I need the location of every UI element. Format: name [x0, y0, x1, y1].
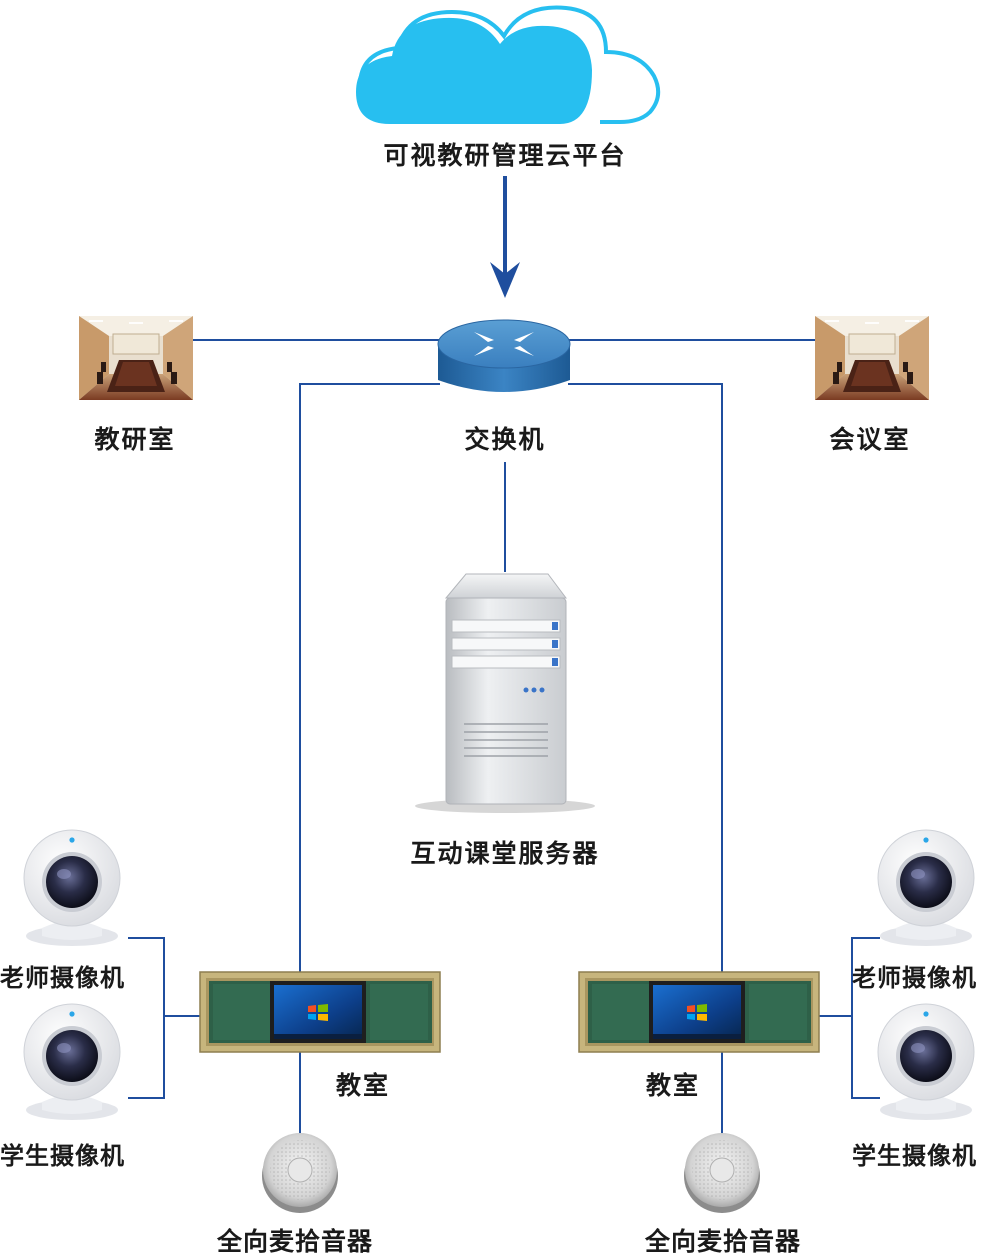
- router-icon: [437, 319, 571, 392]
- server-icon: [415, 573, 595, 813]
- research-room-photo: [78, 315, 194, 401]
- ceiling-mic-left: [261, 1132, 339, 1214]
- cloud-platform-label: 可视教研管理云平台: [383, 141, 627, 170]
- student-camera-right: [877, 1003, 975, 1121]
- classroom-right-board: [578, 971, 820, 1053]
- meeting-room-photo: [814, 315, 930, 401]
- teacher-camera-left-label: 老师摄像机: [0, 964, 125, 992]
- research-room-label: 教研室: [94, 425, 176, 454]
- student-camera-left: [23, 1003, 121, 1121]
- connection-lines: [128, 339, 880, 1136]
- downlink-arrow: [490, 176, 520, 298]
- cloud-icon: [356, 5, 661, 124]
- ceiling-mic-right: [683, 1132, 761, 1214]
- classroom-left-board: [199, 971, 441, 1053]
- mic-right-label: 全向麦拾音器: [644, 1227, 801, 1256]
- mic-left-label: 全向麦拾音器: [216, 1227, 373, 1256]
- server-label: 互动课堂服务器: [410, 839, 600, 868]
- teacher-camera-right: [877, 829, 975, 947]
- meeting-room-label: 会议室: [829, 425, 911, 454]
- switch-label: 交换机: [464, 425, 546, 454]
- classroom-left-label: 教室: [335, 1071, 390, 1100]
- student-camera-left-label: 学生摄像机: [0, 1142, 125, 1170]
- classroom-right-label: 教室: [645, 1071, 700, 1100]
- teacher-camera-left: [23, 829, 121, 947]
- teacher-camera-right-label: 老师摄像机: [852, 964, 977, 992]
- student-camera-right-label: 学生摄像机: [852, 1142, 977, 1170]
